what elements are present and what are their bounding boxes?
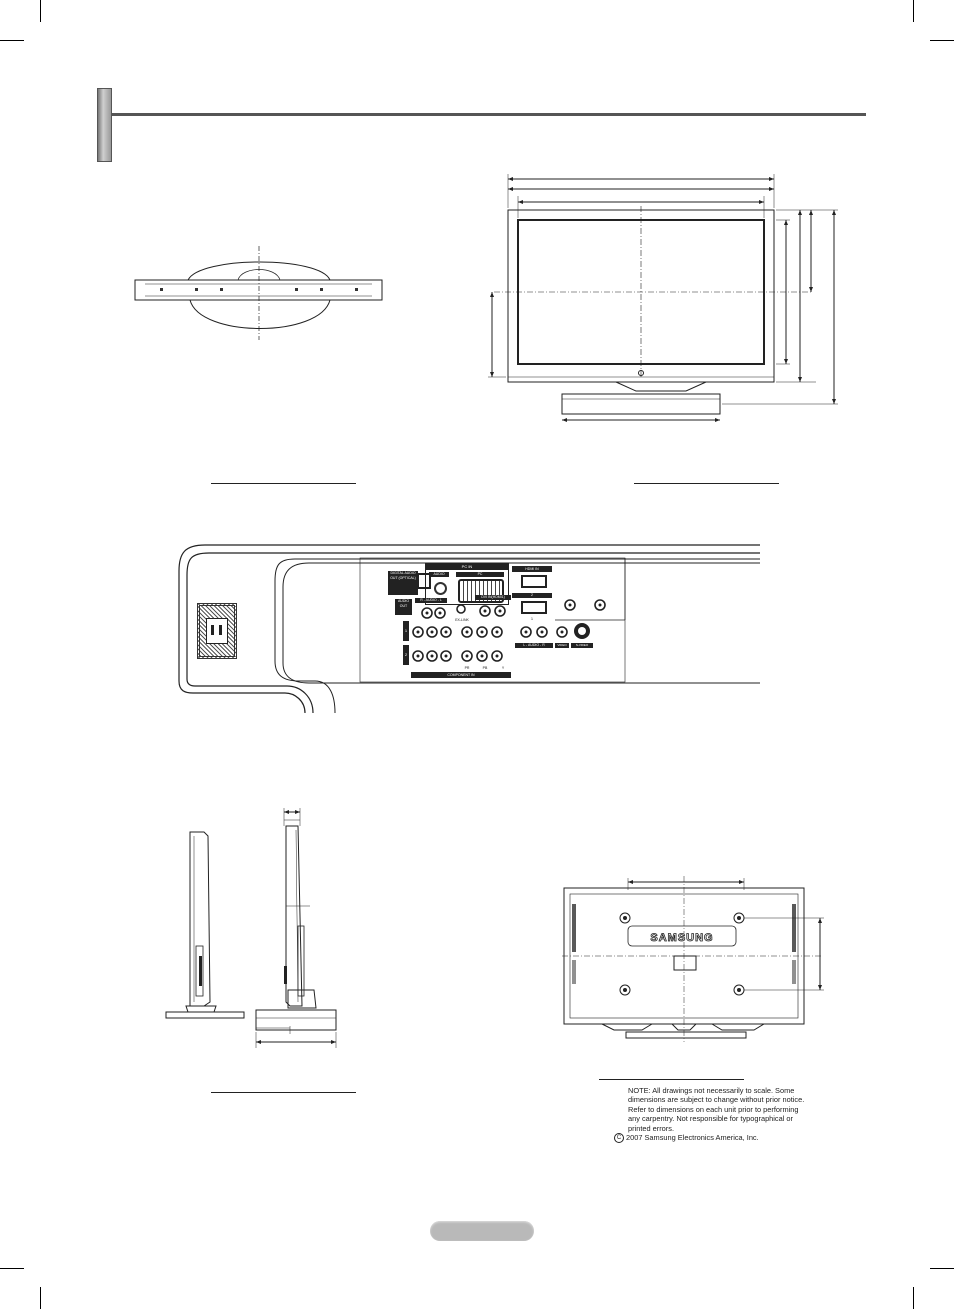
side-view-caption-line — [211, 1092, 356, 1093]
front-view-caption-line — [634, 483, 779, 484]
note-line-2: dimensions are subject to change without… — [628, 1095, 805, 1105]
audio-r-l-label: R - AUDIO - L — [415, 598, 447, 603]
note-line-3: Refer to dimensions on each unit prior t… — [628, 1104, 799, 1114]
note-line-1: NOTE: All drawings not necessarily to sc… — [628, 1086, 795, 1095]
samsung-logo: SAMSUNG — [650, 932, 713, 944]
crop-mark — [913, 1287, 914, 1309]
optical-label: DIGITAL AUDIO OUT (OPTICAL) — [388, 571, 418, 595]
crop-mark — [40, 1287, 41, 1309]
crop-mark — [930, 40, 954, 41]
pc-in-label: PC IN — [426, 564, 508, 570]
back-view-caption-line — [599, 1079, 744, 1080]
audio-label: AUDIO — [429, 572, 449, 577]
crop-mark — [0, 40, 24, 41]
hdmi-in-label: HDMI IN — [512, 566, 552, 572]
dvi-in-label: DVI IN(HDMI1) — [475, 595, 511, 600]
crop-mark — [40, 0, 41, 22]
power-socket — [197, 603, 237, 659]
s-video-label: S-VIDEO — [571, 643, 593, 648]
crop-mark — [930, 1268, 954, 1269]
crop-mark — [913, 0, 914, 22]
drawing-note: NOTE: All drawings not necessarily to sc… — [614, 1086, 828, 1144]
top-view-drawing — [134, 246, 383, 340]
audio-l-r-label: L - AUDIO - R — [515, 643, 553, 648]
y-label: Y — [501, 666, 505, 670]
front-view-drawing — [488, 174, 838, 422]
hdmi-port-1 — [521, 601, 547, 614]
hdmi-2-label: 2 — [512, 593, 552, 598]
optical-port — [417, 573, 431, 589]
hdmi-1-label: 1 — [531, 617, 533, 621]
crop-mark — [0, 1268, 24, 1269]
note-line-4: any carpentry. Not responsible for typog… — [628, 1114, 794, 1124]
audio-out-label: AUDIO OUT — [395, 599, 412, 615]
copyright-text: 2007 Samsung Electronics America, Inc. — [626, 1133, 759, 1143]
copyright-icon: C — [614, 1133, 624, 1144]
av-in-1-label: 1 — [403, 621, 409, 641]
rca-jacks — [412, 599, 606, 662]
rear-jack-panel: PC IN AUDIO PC DIGITAL AUDIO OUT (OPTICA… — [175, 541, 765, 713]
section-header-marker — [97, 88, 112, 162]
back-view-drawing: SAMSUNG — [562, 876, 824, 1042]
pb-label: PB — [482, 666, 488, 670]
hdmi-port-2 — [521, 575, 547, 588]
section-header-rule — [112, 113, 866, 116]
side-view-drawing — [165, 808, 337, 1048]
video-label: VIDEO — [555, 643, 569, 648]
pr-label: PR — [464, 666, 470, 670]
ex-link-label: EX-LINK — [455, 618, 469, 622]
top-view-caption-line — [211, 483, 356, 484]
av-in-2-label: 2 — [403, 645, 409, 665]
page-number-badge — [430, 1221, 534, 1241]
pc-label: PC — [456, 572, 504, 577]
note-line-5: printed errors. — [628, 1123, 675, 1133]
component-in-label: COMPONENT IN — [411, 672, 511, 678]
pc-audio-jack — [434, 582, 447, 595]
